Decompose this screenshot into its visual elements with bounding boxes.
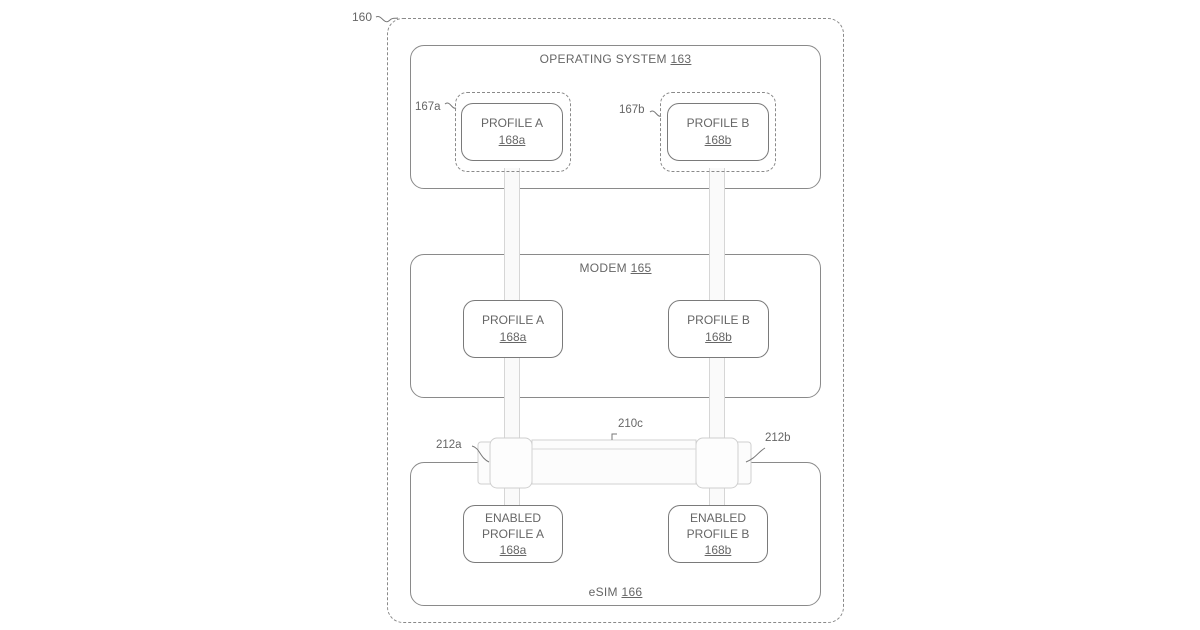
connector-right-ref-label: 212b (765, 432, 791, 444)
connector-node-a (489, 437, 533, 489)
esim-profile-b-line1: ENABLED (689, 511, 747, 525)
esim-profile-a-ref: 168a (499, 543, 527, 557)
os-profile-b-label: PROFILE B (686, 116, 750, 130)
esim-profile-b-line2: PROFILE B (686, 527, 750, 541)
esim-profile-a-line1: ENABLED (484, 511, 542, 525)
leader-160 (375, 16, 399, 23)
os-profile-b: PROFILE B 168b (667, 103, 769, 161)
modem-profile-b-ref: 168b (705, 330, 732, 344)
connector-bridge-210c (531, 439, 697, 485)
modem-title-text: MODEM (579, 261, 627, 275)
os-profile-a-label: PROFILE A (480, 116, 544, 130)
modem-profile-a-ref: 168a (499, 330, 527, 344)
operating-system-ref: 163 (670, 52, 692, 66)
modem-ref: 165 (630, 261, 652, 275)
os-profile-a: PROFILE A 168a (461, 103, 563, 161)
esim-profile-a-line2: PROFILE A (481, 527, 545, 541)
modem-profile-b-label: PROFILE B (687, 313, 750, 327)
profile-a-container (455, 92, 571, 172)
leader-210c (611, 433, 617, 440)
device-ref-label: 160 (352, 10, 373, 24)
modem-profile-a-label: PROFILE A (481, 313, 545, 327)
esim-title-text: eSIM (588, 585, 618, 599)
operating-system-title-text: OPERATING SYSTEM (539, 52, 667, 66)
profile-b-container (660, 92, 776, 172)
esim-profile-b-ref: 168b (704, 543, 732, 557)
profile-a-container-ref: 167a (415, 101, 441, 113)
connector-node-b (695, 437, 739, 489)
device-boundary (387, 18, 844, 623)
os-profile-b-ref: 168b (704, 133, 732, 147)
modem-profile-a: PROFILE A 168a (463, 300, 563, 358)
modem-title: MODEM 165 (410, 261, 821, 275)
leader-212b (745, 447, 766, 463)
esim-profile-a: ENABLED PROFILE A 168a (463, 505, 563, 563)
esim-title: eSIM 166 (410, 585, 821, 599)
connector-left-ref-label: 212a (436, 439, 462, 451)
leader-212a (471, 445, 490, 463)
operating-system-title: OPERATING SYSTEM 163 (410, 52, 821, 66)
connector-ref-label: 210c (618, 418, 643, 430)
esim-profile-b: ENABLED PROFILE B 168b (668, 505, 768, 563)
esim-ref: 166 (621, 585, 643, 599)
modem-profile-b: PROFILE B 168b (668, 300, 769, 358)
profile-b-container-ref: 167b (619, 104, 645, 116)
os-profile-a-ref: 168a (498, 133, 526, 147)
